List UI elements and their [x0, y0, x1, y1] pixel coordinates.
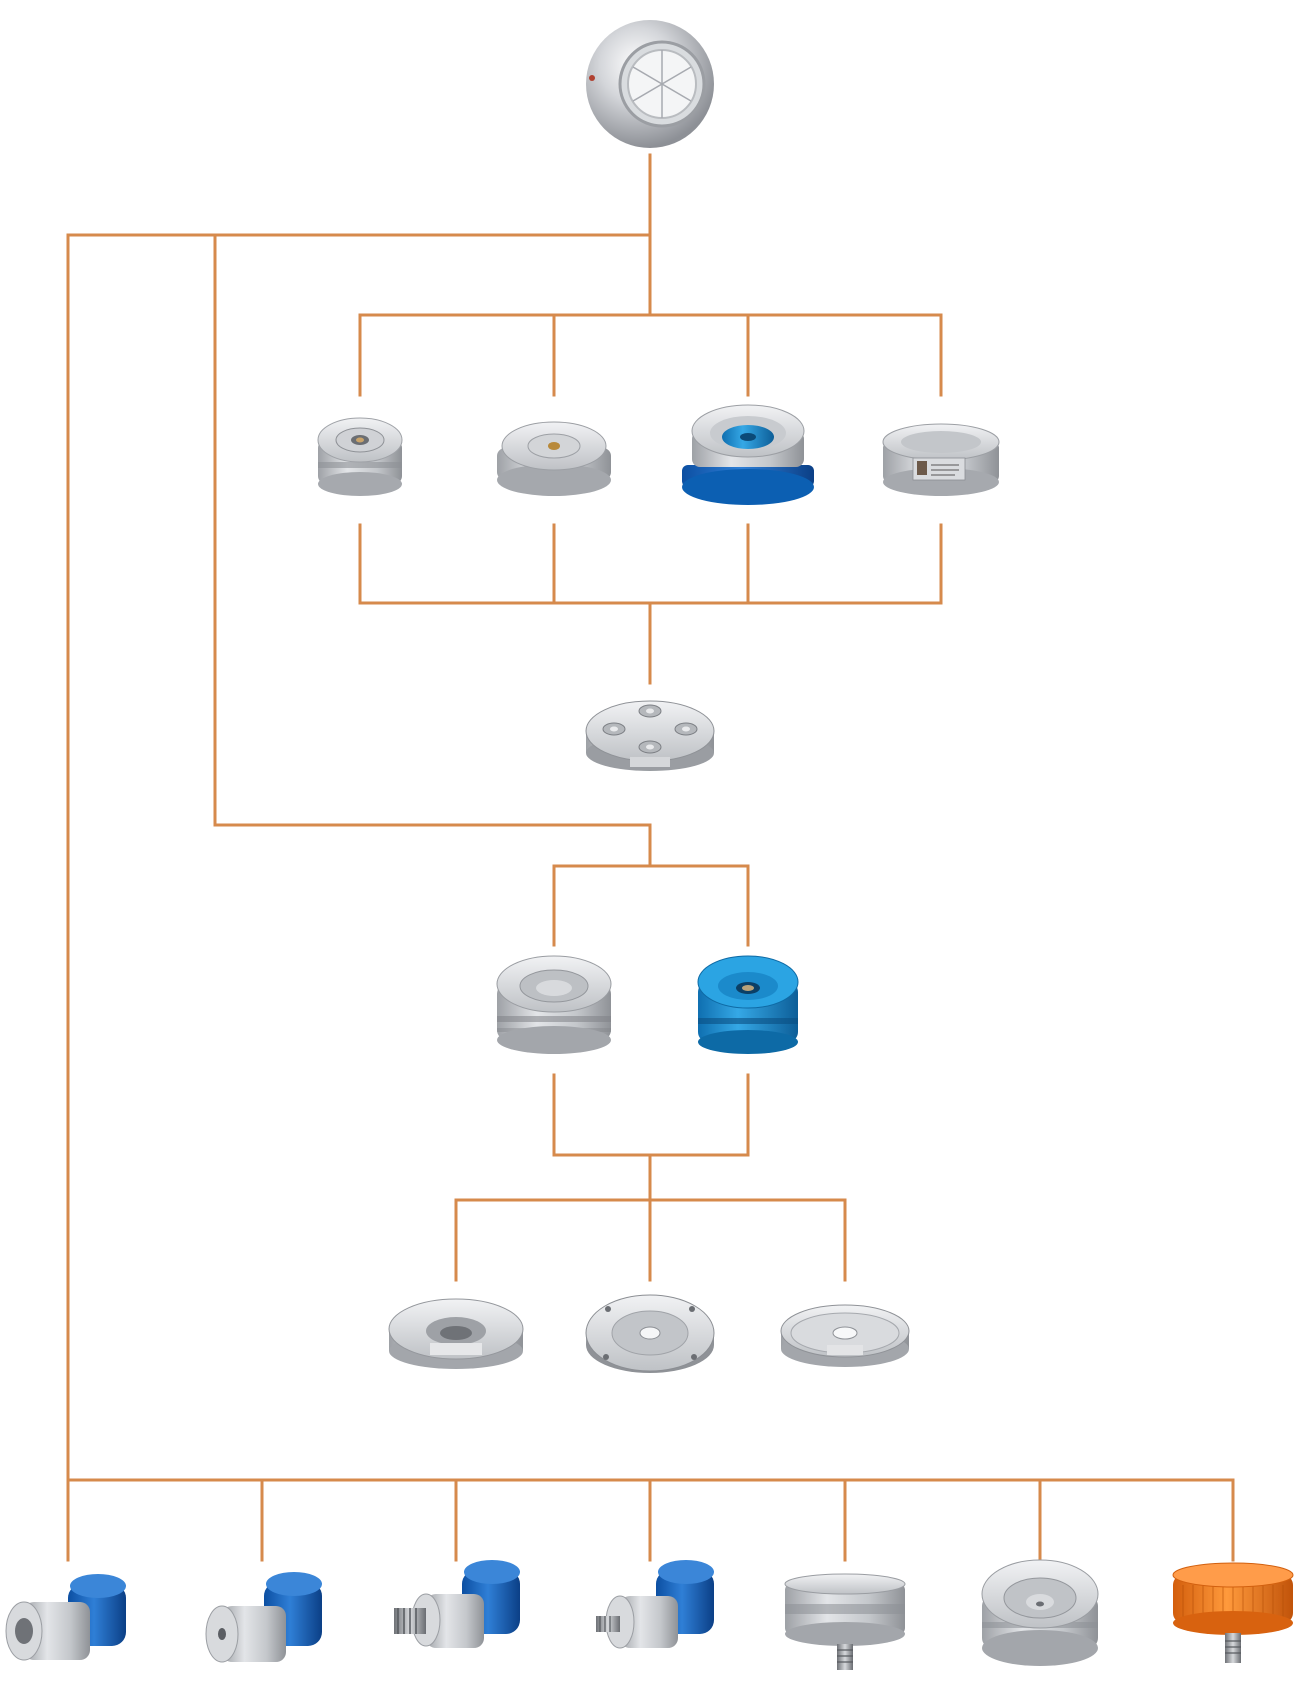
connector-nests-bottom	[358, 523, 943, 685]
connector-mid-branch	[213, 233, 652, 868]
connector-lines	[66, 153, 1235, 1562]
nest-small-threaded-icon[interactable]	[317, 417, 403, 496]
rim-plate-icon[interactable]	[780, 1304, 910, 1367]
adapter-female-small-icon[interactable]	[205, 1572, 322, 1663]
connector-nests-top	[358, 313, 943, 397]
adapter-female-large-icon[interactable]	[5, 1574, 126, 1661]
connector-grooved-bottom	[552, 1073, 750, 1282]
sphere-prism-icon[interactable]	[586, 20, 714, 148]
nest-grooved-silver-icon[interactable]	[496, 955, 612, 1054]
nest-grooved-screw-icon[interactable]	[784, 1573, 906, 1670]
adapter-male-large-icon[interactable]	[394, 1560, 520, 1648]
adapter-male-small-icon[interactable]	[596, 1560, 714, 1649]
connector-grooved-top	[552, 864, 750, 947]
nest-grooved-blue-icon[interactable]	[697, 955, 799, 1054]
flat-plate-holes-icon[interactable]	[585, 1294, 715, 1373]
connector-adapters	[66, 1478, 1235, 1562]
connector-root-branch	[66, 233, 652, 1482]
connector-plates	[454, 1198, 847, 1282]
three-point-base-icon[interactable]	[585, 700, 715, 771]
nest-labeled-ring-icon[interactable]	[882, 423, 1000, 496]
nest-blue-base-icon[interactable]	[682, 404, 814, 505]
nest-engraved-screw-icon[interactable]	[981, 1559, 1099, 1666]
knurled-orange-screw-icon[interactable]	[1172, 1562, 1294, 1663]
cone-plate-icon[interactable]	[388, 1298, 524, 1369]
nest-wide-threaded-icon[interactable]	[497, 421, 611, 496]
